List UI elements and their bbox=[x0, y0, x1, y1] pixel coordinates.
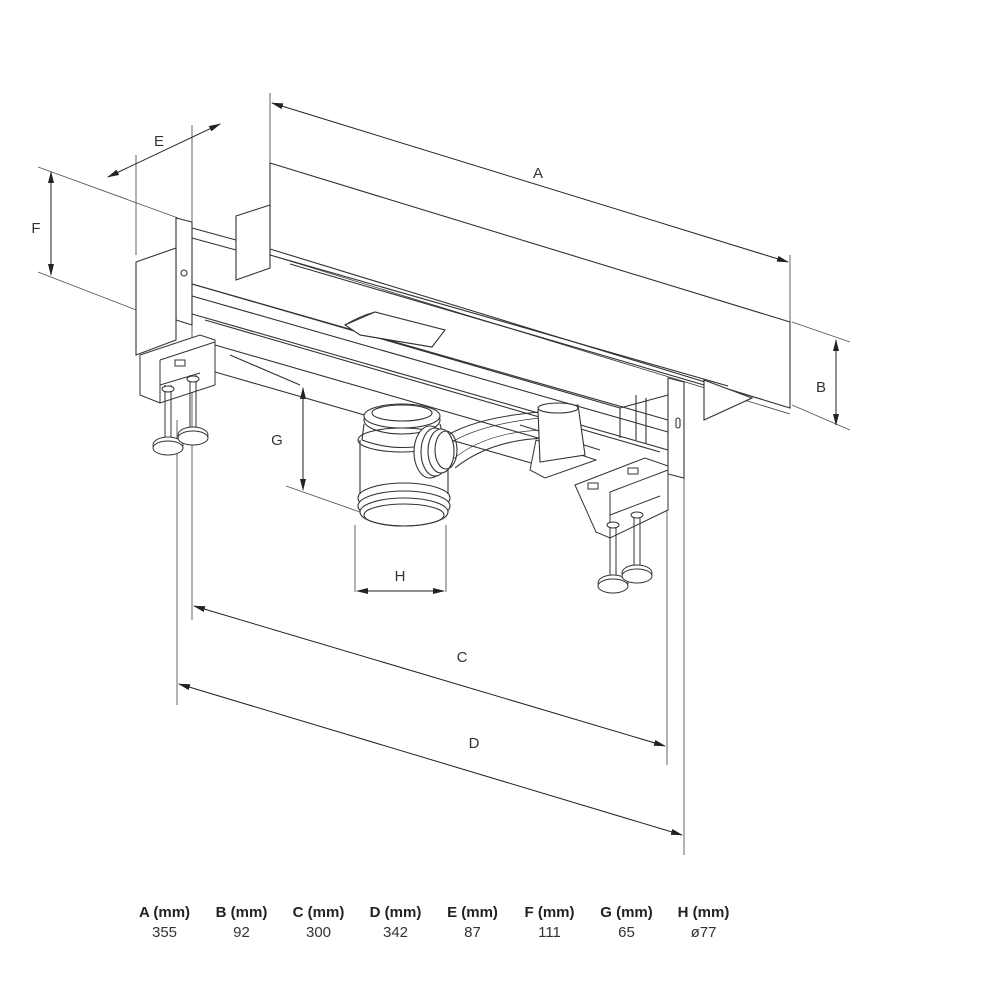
extension-lines bbox=[37, 93, 851, 855]
dim-line-c bbox=[193, 605, 666, 747]
siphon-trap bbox=[357, 402, 586, 527]
spec-header: F (mm) bbox=[524, 904, 575, 921]
dim-label-h: H bbox=[395, 568, 406, 585]
drain-technical-drawing: A E F B G H C D bbox=[31, 93, 851, 855]
dim-label-g: G bbox=[271, 432, 283, 449]
dimension-lines bbox=[48, 102, 839, 836]
dim-label-e: E bbox=[154, 133, 164, 150]
spec-value: ø77 bbox=[690, 924, 717, 941]
spec-value: 355 bbox=[151, 924, 178, 941]
left-foot-assembly bbox=[139, 334, 216, 456]
spec-column: D (mm) 342 bbox=[357, 903, 434, 943]
spec-header: A (mm) bbox=[138, 904, 191, 921]
cover-plate bbox=[269, 162, 791, 409]
spec-column: E (mm) 87 bbox=[434, 903, 511, 943]
dim-label-a: A bbox=[533, 165, 543, 182]
spec-column: F (mm) 111 bbox=[511, 903, 588, 943]
spec-header: E (mm) bbox=[447, 904, 498, 921]
dim-label-b: B bbox=[816, 379, 826, 396]
dimension-letters: A E F B G H C D bbox=[31, 133, 826, 752]
dim-label-d: D bbox=[469, 735, 480, 752]
dimension-spec-table: A (mm) 355 B (mm) 92 C (mm) 300 D (mm) 342 E (mm… bbox=[126, 903, 742, 943]
spec-header: D (mm) bbox=[369, 904, 422, 921]
dim-line-a bbox=[271, 102, 789, 263]
spec-value: 65 bbox=[618, 924, 635, 941]
spec-column: B (mm) 92 bbox=[203, 903, 280, 943]
spec-value: 342 bbox=[382, 924, 409, 941]
spec-column: G (mm) 65 bbox=[588, 903, 665, 943]
spec-header: H (mm) bbox=[677, 904, 730, 921]
dim-line-d bbox=[178, 683, 683, 836]
dim-line-e bbox=[107, 123, 221, 178]
right-foot-assembly bbox=[574, 457, 669, 594]
dim-label-c: C bbox=[457, 649, 468, 666]
spec-header: G (mm) bbox=[600, 904, 653, 921]
spec-column: A (mm) 355 bbox=[126, 903, 203, 943]
right-end-plate bbox=[667, 377, 685, 479]
spec-value: 300 bbox=[305, 924, 332, 941]
spec-value: 111 bbox=[538, 924, 561, 941]
spec-value: 87 bbox=[464, 924, 481, 941]
dim-label-f: F bbox=[31, 220, 40, 237]
spec-column: H (mm) ø77 bbox=[665, 903, 742, 943]
spec-header: C (mm) bbox=[292, 904, 345, 921]
spec-column: C (mm) 300 bbox=[280, 903, 357, 943]
spec-value: 92 bbox=[233, 924, 250, 941]
spec-header: B (mm) bbox=[215, 904, 268, 921]
drain-body bbox=[135, 162, 791, 479]
left-end-plate bbox=[175, 217, 193, 326]
